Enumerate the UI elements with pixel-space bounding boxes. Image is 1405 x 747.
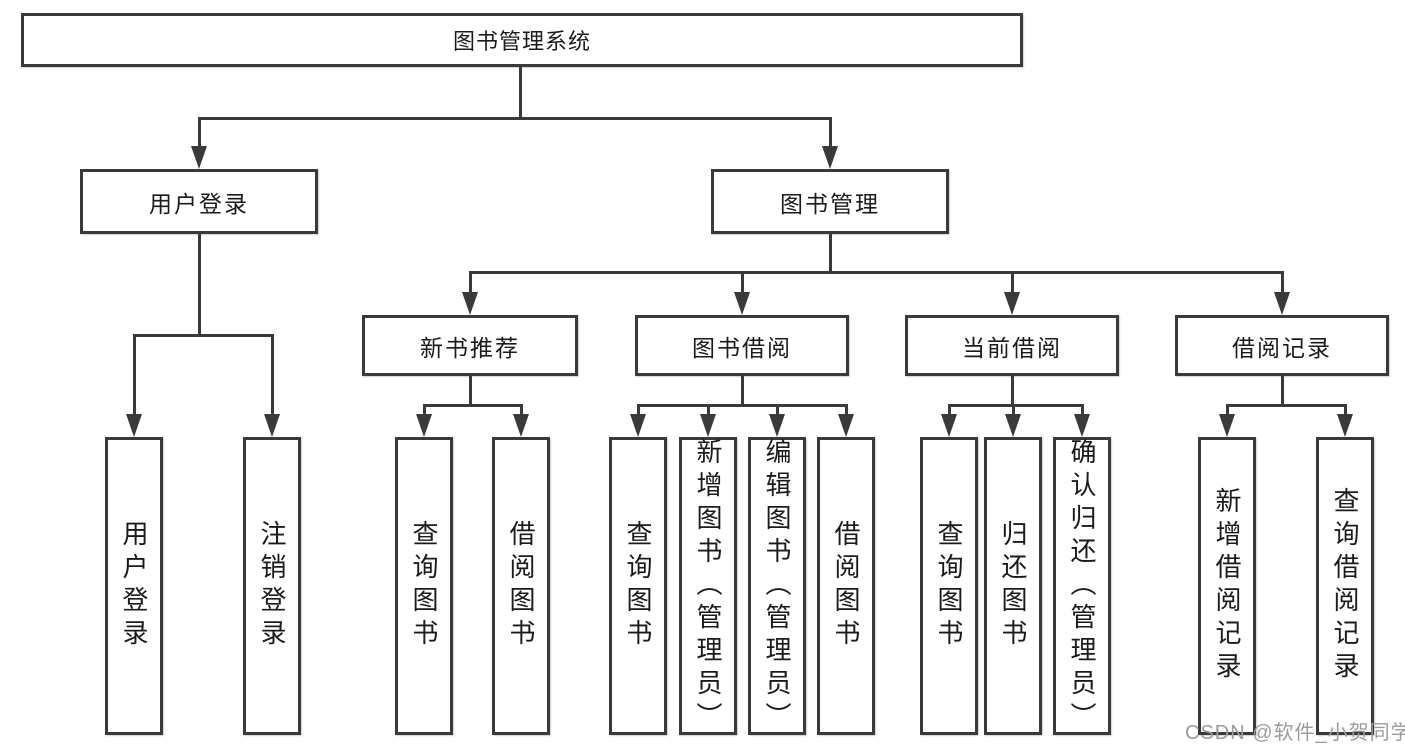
leaf-cb-query-books: 查询图书: [920, 437, 978, 735]
leaf-rec-query-books: 查询图书: [395, 437, 453, 735]
connector-user-login-stem: [197, 234, 201, 336]
node-user-login: 用户登录: [80, 169, 318, 234]
node-book-borrow-label: 图书借阅: [692, 334, 792, 361]
connector-drop-bb-edit: [775, 404, 779, 416]
connector-borrow-records-bar: [1225, 403, 1347, 407]
arrow-to-cb-return: [1005, 414, 1021, 437]
arrow-to-rec-query: [416, 414, 432, 437]
arrow-to-rec-borrow: [513, 414, 529, 437]
arrow-to-cb-query: [941, 414, 957, 437]
leaf-user-login: 用户登录: [105, 437, 163, 735]
connector-drop-bb-borrow: [844, 404, 848, 416]
node-new-book-recommend-label: 新书推荐: [420, 334, 520, 361]
connector-drop-cb-query: [947, 404, 951, 416]
arrow-to-br-add: [1219, 414, 1235, 437]
connector-book-borrow-stem: [740, 376, 744, 406]
connector-drop-leaf-user-login: [132, 334, 136, 416]
leaf-cb-query-books-label: 查询图书: [934, 520, 964, 652]
connector-drop-book-borrow: [740, 271, 744, 293]
leaf-rec-borrow-books: 借阅图书: [492, 437, 550, 735]
leaf-bb-query-books-label: 查询图书: [623, 520, 653, 652]
csdn-watermark: CSDN @软件_小贺同学: [1185, 722, 1405, 744]
node-current-borrow: 当前借阅: [905, 315, 1119, 376]
arrow-to-current-borrow: [1004, 292, 1020, 315]
node-borrow-records-label: 借阅记录: [1232, 334, 1332, 361]
leaf-cb-confirm-return-admin: 确认归还（管理员）: [1053, 437, 1111, 735]
leaf-cb-return-books: 归还图书: [984, 437, 1042, 735]
connector-new-book-rec-stem: [468, 376, 472, 406]
node-root-label: 图书管理系统: [452, 29, 591, 54]
node-current-borrow-label: 当前借阅: [962, 334, 1062, 361]
leaf-br-add-record: 新增借阅记录: [1198, 437, 1256, 735]
connector-borrow-records-stem: [1280, 376, 1284, 406]
connector-current-borrow-stem: [1010, 376, 1014, 406]
leaf-bb-borrow-books-label: 借阅图书: [831, 520, 861, 652]
arrow-to-new-book-rec: [462, 292, 478, 315]
arrow-to-book-mgmt: [822, 146, 838, 169]
node-book-borrow: 图书借阅: [635, 315, 849, 376]
node-borrow-records: 借阅记录: [1175, 315, 1389, 376]
connector-drop-new-book-rec: [468, 271, 472, 293]
node-user-login-label: 用户登录: [149, 190, 249, 217]
leaf-user-login-label: 用户登录: [119, 520, 149, 652]
connector-drop-bb-add: [706, 404, 710, 416]
connector-root-stem: [518, 67, 522, 119]
connector-drop-borrow-records: [1280, 271, 1284, 293]
connector-drop-br-add: [1225, 404, 1229, 416]
leaf-br-add-record-label: 新增借阅记录: [1212, 487, 1242, 685]
leaf-bb-add-books-admin: 新增图书（管理员）: [679, 437, 737, 735]
arrow-to-bb-query: [630, 414, 646, 437]
arrow-to-book-borrow: [734, 292, 750, 315]
arrow-to-user-login: [191, 146, 207, 169]
arrow-to-bb-edit: [769, 414, 785, 437]
arrow-to-bb-borrow: [838, 414, 854, 437]
node-book-management-label: 图书管理: [780, 190, 880, 217]
connector-drop-rec-borrow: [519, 404, 523, 416]
leaf-cb-return-books-label: 归还图书: [998, 520, 1028, 652]
connector-book-borrow-bar: [636, 403, 848, 407]
leaf-rec-query-books-label: 查询图书: [409, 520, 439, 652]
connector-drop-rec-query: [422, 404, 426, 416]
connector-drop-leaf-logout: [270, 334, 274, 416]
connector-book-mgmt-stem: [828, 234, 832, 273]
connector-level3-bar: [468, 270, 1284, 274]
arrow-to-cb-confirm: [1074, 414, 1090, 437]
connector-new-book-rec-bar: [422, 403, 523, 407]
leaf-bb-edit-books-admin: 编辑图书（管理员）: [748, 437, 806, 735]
leaf-cb-confirm-return-admin-label: 确认归还（管理员）: [1067, 437, 1097, 735]
leaf-bb-edit-books-admin-label: 编辑图书（管理员）: [762, 437, 792, 735]
connector-drop-user-login: [197, 117, 201, 147]
node-root-system: 图书管理系统: [21, 13, 1023, 67]
arrow-to-bb-add: [700, 414, 716, 437]
connector-drop-cb-confirm: [1080, 404, 1084, 416]
connector-user-login-bar: [132, 333, 274, 337]
leaf-br-query-record-label: 查询借阅记录: [1330, 487, 1360, 685]
connector-drop-cb-return: [1011, 404, 1015, 416]
connector-level2-bar: [197, 116, 832, 120]
connector-drop-bb-query: [636, 404, 640, 416]
leaf-br-query-record: 查询借阅记录: [1316, 437, 1374, 735]
node-new-book-recommend: 新书推荐: [362, 315, 578, 376]
leaf-rec-borrow-books-label: 借阅图书: [506, 520, 536, 652]
connector-drop-book-mgmt: [828, 117, 832, 147]
arrow-to-leaf-user-login: [126, 414, 142, 437]
arrow-to-leaf-logout: [264, 414, 280, 437]
connector-drop-br-query: [1343, 404, 1347, 416]
node-book-management: 图书管理: [711, 169, 949, 234]
arrow-to-borrow-records: [1274, 292, 1290, 315]
arrow-to-br-query: [1337, 414, 1353, 437]
leaf-logout: 注销登录: [243, 437, 301, 735]
leaf-logout-label: 注销登录: [257, 520, 287, 652]
connector-current-borrow-bar: [947, 403, 1084, 407]
leaf-bb-query-books: 查询图书: [609, 437, 667, 735]
connector-drop-current-borrow: [1010, 271, 1014, 293]
leaf-bb-borrow-books: 借阅图书: [817, 437, 875, 735]
leaf-bb-add-books-admin-label: 新增图书（管理员）: [693, 437, 723, 735]
